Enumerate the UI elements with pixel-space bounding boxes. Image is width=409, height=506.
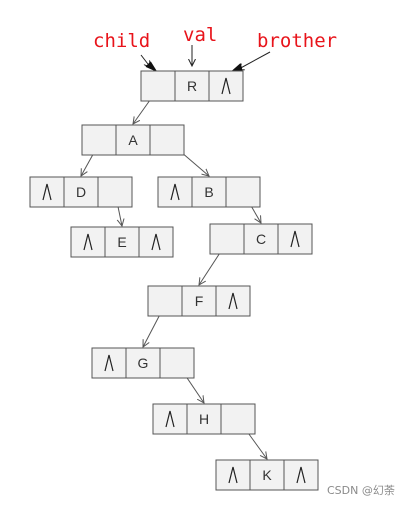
child-label-arrow-tip	[145, 61, 158, 73]
brother-cell	[220, 403, 256, 435]
child-cell	[152, 403, 188, 435]
child-cell	[147, 285, 183, 317]
brother-cell	[159, 347, 195, 379]
child-cell	[29, 176, 65, 208]
csdn-watermark: CSDN @幻荼	[327, 484, 395, 497]
val-cell	[243, 223, 279, 255]
val-cell	[181, 285, 217, 317]
node-k: K	[215, 459, 319, 491]
node-value-label: C	[256, 231, 266, 247]
node-f: F	[147, 285, 251, 317]
tree-nodes: R A D E B C F G H K	[29, 70, 319, 491]
node-r: R	[140, 70, 244, 102]
node-value-label: F	[195, 293, 204, 309]
child-null-symbol	[170, 183, 180, 201]
brother-null-symbol	[151, 233, 161, 251]
child-cell	[215, 459, 251, 491]
val-cell	[191, 176, 227, 208]
child-cell	[209, 223, 245, 255]
val-cell	[174, 70, 210, 102]
brother-cell	[97, 176, 133, 208]
node-value-label: D	[76, 184, 86, 200]
node-value-label: G	[138, 355, 149, 371]
node-value-label: E	[117, 234, 126, 250]
brother-cell	[208, 70, 244, 102]
brother-cell	[138, 226, 174, 258]
node-g: G	[91, 347, 195, 379]
child-null-symbol	[83, 233, 93, 251]
node-value-label: R	[187, 78, 197, 94]
brother-null-symbol	[221, 77, 231, 95]
child-null-symbol	[165, 410, 175, 428]
child-cell	[140, 70, 176, 102]
brother-null-symbol	[296, 466, 306, 484]
brother-cell	[277, 223, 313, 255]
node-c: C	[209, 223, 313, 255]
brother-null-symbol	[290, 230, 300, 248]
val-cell	[249, 459, 285, 491]
val-cell	[104, 226, 140, 258]
node-h: H	[152, 403, 256, 435]
brother-field-label: brother	[257, 30, 337, 52]
node-b: B	[157, 176, 261, 208]
brother-cell	[225, 176, 261, 208]
val-cell	[186, 403, 222, 435]
node-e: E	[70, 226, 174, 258]
node-a: A	[81, 124, 185, 156]
brother-cell	[149, 124, 185, 156]
node-value-label: H	[199, 411, 209, 427]
node-value-label: A	[128, 132, 138, 148]
node-d: D	[29, 176, 133, 208]
child-null-symbol	[228, 466, 238, 484]
node-value-label: B	[204, 184, 213, 200]
child-cell	[81, 124, 117, 156]
child-null-symbol	[42, 183, 52, 201]
brother-cell	[283, 459, 319, 491]
val-field-label: val	[183, 24, 217, 46]
brother-cell	[215, 285, 251, 317]
child-cell	[157, 176, 193, 208]
brother-label-arrow	[237, 51, 271, 70]
brother-null-symbol	[228, 292, 238, 310]
node-value-label: K	[262, 467, 272, 483]
child-field-label: child	[93, 30, 150, 52]
child-null-symbol	[104, 354, 114, 372]
val-cell	[115, 124, 151, 156]
child-cell	[70, 226, 106, 258]
val-cell	[63, 176, 99, 208]
child-cell	[91, 347, 127, 379]
